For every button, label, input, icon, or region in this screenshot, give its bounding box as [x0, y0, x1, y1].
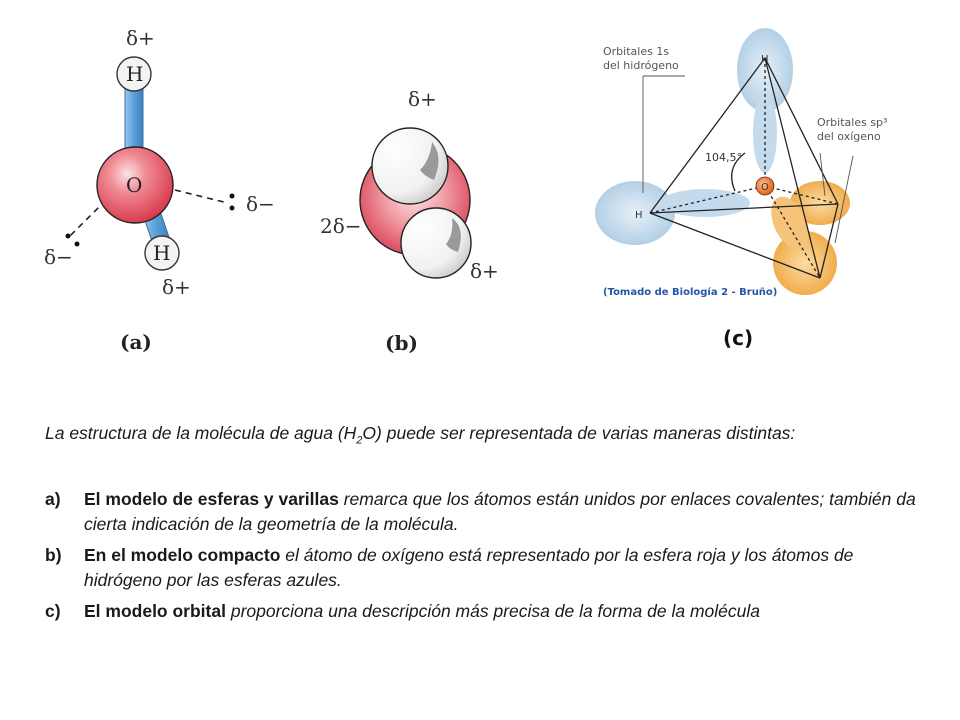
atom-h-top-label: H — [126, 62, 143, 86]
model-list: a) El modelo de esferas y varillas remarc… — [45, 487, 930, 630]
oxygen-atom — [96, 146, 174, 224]
delta-plus-top: δ+ — [126, 26, 155, 50]
orbital-model: Orbitales 1s del hidrógeno Orbitales sp³… — [595, 28, 887, 298]
bond-angle-label: 104,5° — [705, 151, 742, 164]
list-item: a) El modelo de esferas y varillas remarc… — [45, 487, 930, 537]
hydrogen-atom-bottom — [144, 235, 180, 271]
atom-h-top-label: H — [761, 54, 769, 65]
delta-plus-bottom: δ+ — [162, 275, 191, 299]
orbitals-o-line1: Orbitales sp³ — [817, 116, 887, 129]
orbitals-h-line2: del hidrógeno — [603, 59, 679, 72]
hydrogen-atom-top — [116, 56, 152, 92]
tetrahedron-edges — [649, 57, 839, 279]
lone-pair-dot — [229, 193, 235, 199]
ball-and-stick-model: δ+ H O H δ− δ− δ+ — [44, 26, 275, 299]
figure-a-label: (a) — [120, 330, 152, 354]
lone-pair-dot — [65, 233, 71, 239]
list-item-title: El modelo orbital — [84, 601, 226, 621]
space-filling-model: δ+ 2δ− δ+ — [320, 87, 499, 283]
hydrogen-orbital-left-tail — [660, 189, 750, 217]
hydrogen-sphere-top — [371, 127, 449, 205]
figure-c-label: (c) — [723, 326, 754, 350]
intro-text-end: O) puede ser representada de varias mane… — [362, 423, 796, 443]
list-item: b) En el modelo compacto el átomo de oxíg… — [45, 543, 930, 593]
bond-angle-arc — [731, 152, 746, 192]
delta-2-minus: 2δ− — [320, 214, 362, 238]
orbitals-h-line1: Orbitales 1s — [603, 45, 669, 58]
figure-b-label: (b) — [385, 331, 418, 355]
lone-pair-dot — [74, 241, 80, 247]
list-item-text: proporciona una descripción más precisa … — [225, 601, 761, 621]
atom-o-label: O — [761, 182, 769, 193]
list-marker: c) — [45, 601, 61, 621]
leader-lines — [642, 75, 854, 244]
hydrogen-sphere-bottom — [400, 207, 472, 279]
oxygen-orbital-bottom — [773, 231, 837, 295]
list-item-title: El modelo de esferas y varillas — [84, 489, 339, 509]
intro-paragraph: La estructura de la molécula de agua (H2… — [45, 421, 925, 454]
hydrogen-shadow-bottom — [446, 218, 461, 252]
atom-h-left-label: H — [635, 210, 643, 221]
list-item-text: el átomo de oxígeno está representado po… — [84, 545, 854, 590]
subscript-2: 2 — [356, 434, 363, 447]
lone-pair-line-left — [67, 199, 107, 239]
list-item: c) El modelo orbital proporciona una desc… — [45, 599, 930, 624]
atom-o-label: O — [126, 173, 142, 197]
delta-plus-top: δ+ — [408, 87, 437, 111]
delta-plus-bottom: δ+ — [470, 259, 499, 283]
source-credit: (Tomado de Biología 2 - Bruño) — [603, 286, 777, 298]
oxygen-core — [755, 176, 775, 196]
delta-minus-left: δ− — [44, 245, 73, 269]
orbitals-o-line2: del oxígeno — [817, 130, 881, 143]
atom-h-bottom-label: H — [153, 241, 170, 265]
list-marker: a) — [45, 489, 61, 509]
lone-pair-line-right — [174, 189, 229, 204]
hydrogen-shadow-top — [420, 142, 439, 180]
list-item-text: remarca que los átomos están unidos por … — [84, 489, 916, 534]
delta-minus-right: δ− — [246, 192, 275, 216]
intro-text-start: La estructura de la molécula de agua (H — [45, 423, 357, 443]
list-marker: b) — [45, 545, 62, 565]
orbital-model-panel: Orbitales 1s del hidrógeno Orbitales sp³… — [595, 28, 900, 300]
lone-pair-dot — [229, 205, 235, 211]
list-item-title: En el modelo compacto — [84, 545, 281, 565]
hydrogen-orbital-left — [595, 181, 675, 245]
oxygen-orbital-bottom-neck — [771, 196, 809, 250]
